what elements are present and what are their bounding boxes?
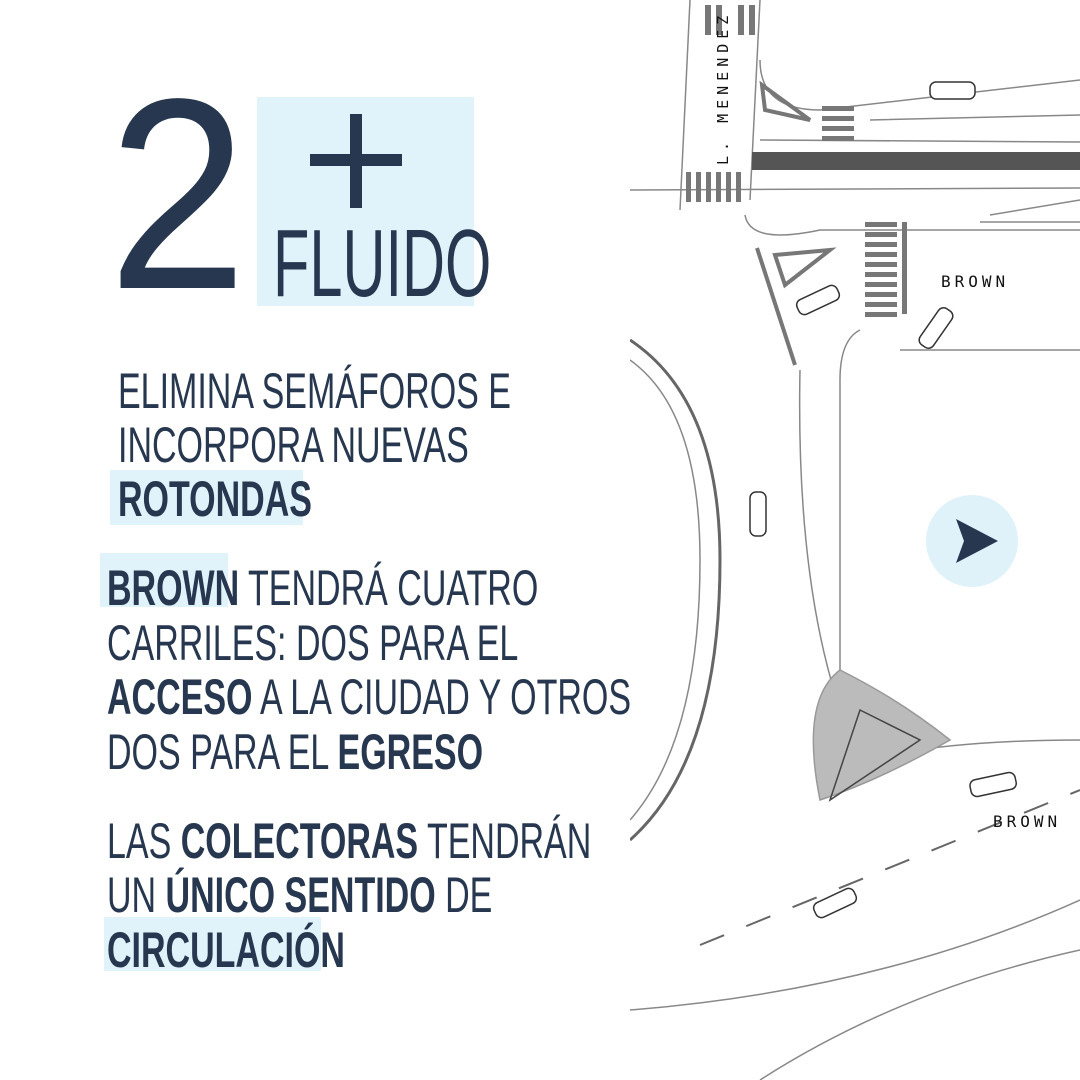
street-label-brown-2: BROWN (993, 812, 1061, 831)
road-plan-map: L. MENENDEZ BROWN BROWN (630, 0, 1080, 1080)
next-slide-button[interactable] (926, 495, 1018, 587)
emph: colectoras (180, 813, 419, 869)
highlight-rotondas (110, 470, 303, 525)
slide-number: 2 (108, 42, 248, 346)
cars (749, 81, 1018, 919)
emph: único sentido (165, 867, 436, 923)
text: a la ciudad y otros (252, 669, 632, 725)
p2-line-1: Brown tendrá cuatro (107, 563, 538, 613)
p1-line-3: rotondas (118, 471, 312, 527)
highlight-circulacion (104, 917, 321, 971)
play-arrow-icon (956, 519, 998, 563)
yield-triangles (755, 80, 837, 366)
plus-icon-vertical (350, 114, 362, 208)
text: tendrá cuatro (239, 560, 539, 616)
roads (630, 0, 1080, 1080)
p3-line-1: Las colectoras tendrán (107, 816, 591, 866)
p3-line-3: circulación (107, 922, 345, 978)
p2-line-4: dos para el egreso (107, 727, 483, 777)
p3-line-2: un único sentido de (107, 870, 492, 920)
emph: acceso (107, 669, 253, 725)
street-label-brown-1: BROWN (941, 272, 1009, 291)
emph: Brown (107, 560, 240, 616)
text: un (107, 867, 166, 923)
emph: egreso (337, 724, 484, 780)
title: FLUIDO (273, 210, 492, 317)
street-label-menendez: L. MENENDEZ (714, 11, 732, 165)
p2-line-2: carriles: dos para el (107, 615, 519, 671)
text: dos para el (107, 724, 338, 780)
text: Las (107, 813, 181, 869)
highlight-brown (100, 553, 228, 607)
crosswalks (686, 5, 907, 317)
p1-line-2: incorpora nuevas (118, 417, 469, 473)
title-highlight-box (257, 97, 474, 306)
p1-line-1: Elimina semáforos e (118, 363, 511, 419)
p2-line-3: acceso a la ciudad y otros (107, 672, 631, 722)
text: tendrán (418, 813, 592, 869)
text: de (435, 867, 493, 923)
